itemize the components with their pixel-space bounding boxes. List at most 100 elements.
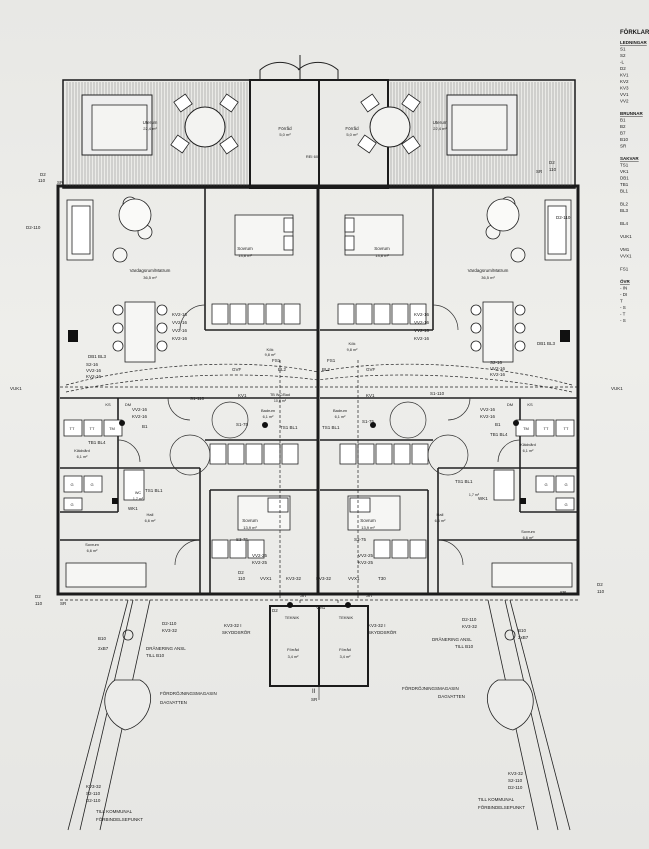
room-uterum-left-area: 22,4 m² xyxy=(143,126,157,131)
room-forrad-bot-right: Förråd xyxy=(339,647,351,652)
label-kv2-16-mr1: KV2-16 xyxy=(414,312,430,317)
label-kv3-32-sl: KV3-32 xyxy=(162,628,178,633)
legend-code: TB1 xyxy=(620,182,629,187)
fixture-g-r1: G xyxy=(564,482,567,487)
label-skyddsror-r: SKYDDSRÖR xyxy=(368,629,397,635)
fixture-g-l3: G xyxy=(70,502,73,507)
label-d2-110-tl: D2-110 xyxy=(26,225,41,230)
fixture-g-l1: G xyxy=(70,482,73,487)
label-ts1-bl1-left: TS1 BL1 xyxy=(145,488,163,493)
label-vv2-16-mr2: VV2-16 xyxy=(414,328,430,333)
label-b1-right: B1 xyxy=(495,422,501,427)
label-d2-bl-corner: D2 xyxy=(35,594,41,599)
label-d2-teknik: D2 xyxy=(272,608,278,613)
pipe-labels: D2-110 D2-110 D2 110 SR D2 110 SR VUK1 V… xyxy=(10,160,623,822)
room-sovrum-top-left: Sovrum xyxy=(237,246,253,251)
label-110-bl-corner: 110 xyxy=(35,601,43,606)
legend: FÖRKLARIILEDNINGARS1S2-LD2KV1KV2KV3VV1VV… xyxy=(620,29,649,323)
label-d2-110-br: D2-110 xyxy=(508,785,523,790)
label-s1-75-r: S1-75 xyxy=(362,419,375,424)
label-vv2-16-right: VV2-16 xyxy=(490,366,506,371)
label-b7-l: 2xB7 xyxy=(98,646,109,651)
room-vardagsrum-left: Vardagsrum/Matrum xyxy=(130,268,171,273)
legend-code: B7 xyxy=(620,131,626,136)
label-dranering-r: DRÄNERING ANSL xyxy=(432,636,472,642)
label-110-tr: 110 xyxy=(549,167,557,172)
label-s2-110-bl: S2-110 xyxy=(86,791,101,796)
room-sovrum-top-right-area: 13,8 m² xyxy=(375,253,389,258)
rei-label: REI 60 xyxy=(306,154,319,159)
label-wk1-l: WK1 xyxy=(128,506,138,511)
legend-code: BL2 xyxy=(620,202,629,207)
label-110-br-corner: 110 xyxy=(597,589,605,594)
legend-code: B10 xyxy=(620,137,629,142)
label-kv3-32-sr: KV3-32 xyxy=(462,624,478,629)
label-tb1-bl4-right: TB1 BL4 xyxy=(490,432,508,437)
room-kladvard-left: Klädvård xyxy=(74,448,90,453)
legend-code: D2 xyxy=(620,66,626,71)
room-forrad-bot-left-area: 3,4 m² xyxy=(288,655,299,659)
legend-code: FS1 xyxy=(620,267,629,272)
room-forrad-top-left: Förråd xyxy=(278,125,292,131)
label-sr-br: SR xyxy=(560,590,567,595)
label-sr-bl: SR xyxy=(60,601,67,606)
room-wc-left-area: 1,7 m² xyxy=(133,497,144,501)
room-badrum-left-area: 6,1 m² xyxy=(263,415,274,419)
fixture-tm-l: TM xyxy=(109,426,115,431)
legend-code: KV3 xyxy=(620,86,629,91)
legend-code: KV1 xyxy=(620,73,629,78)
room-forrad-top-right: Förråd xyxy=(345,125,359,131)
label-till-b10-r: TILL B10 xyxy=(455,644,474,649)
label-skyddsror-l: SKYDDSRÖR xyxy=(222,629,251,635)
room-hall-left: Hall xyxy=(147,512,154,517)
label-kv3-32-br: KV3-32 xyxy=(508,771,524,776)
fixture-labels: TT TT TM G G G DM KS TT TT TM G G G DM K… xyxy=(70,402,569,507)
legend-code: - DI xyxy=(620,292,627,297)
label-d2-tl: D2 xyxy=(40,172,46,177)
room-sovrum-bot-left-area: 6,6 m² xyxy=(87,549,98,553)
interior-walls-left xyxy=(60,188,318,594)
fixture-ks-r: KS xyxy=(527,402,533,407)
label-vv2-16-left: VV2-16 xyxy=(86,368,102,373)
legend-code: DB1 xyxy=(620,176,629,181)
label-kv2-16-left: KV2-16 xyxy=(86,374,102,379)
legend-code: -L xyxy=(620,60,624,65)
label-s3-75-r: S3-75 xyxy=(354,537,367,542)
legend-code: - T xyxy=(620,312,626,317)
legend-code: - IN xyxy=(620,286,627,291)
label-t30-r: T30 xyxy=(378,576,386,581)
label-vm1-r: VM1 xyxy=(316,605,326,610)
label-b10-l: B10 xyxy=(98,636,107,641)
label-kv2-16-right: KV2-16 xyxy=(490,372,506,377)
label-s1-110-r: S1-110 xyxy=(430,391,445,396)
fixture-tm-r: TM xyxy=(523,426,529,431)
room-sovrum-mid-left: Sovrum xyxy=(242,518,258,523)
fixture-g-l2: G xyxy=(90,482,93,487)
label-vvx1-r: VVX1 xyxy=(348,576,360,581)
legend-code: B2 xyxy=(620,124,626,129)
door-swings xyxy=(117,304,521,566)
room-forrad-bot-left: Förråd xyxy=(287,647,299,652)
label-ts1-bl1-right: TS1 BL1 xyxy=(455,479,473,484)
label-b7-r: 2xB7 xyxy=(518,635,529,640)
room-kok-right-area: 9,8 m² xyxy=(347,348,358,352)
label-sr-tl: SR xyxy=(57,180,64,185)
label-kv2-16-br: KV2-16 xyxy=(480,414,496,419)
legend-code: B1 xyxy=(620,118,626,123)
entry-doors-top xyxy=(259,55,339,80)
legend-code: BL1 xyxy=(620,189,629,194)
label-db1-bl3-right: DB1 BL3 xyxy=(537,341,556,346)
legend-code: VV2 xyxy=(620,99,629,104)
label-vv2-16-mr: VV2-16 xyxy=(414,320,430,325)
legend-code: S1 xyxy=(620,47,626,52)
label-b1-left: B1 xyxy=(142,424,148,429)
room-uterum-left: Uterum xyxy=(143,120,158,125)
label-kv2-16-ml2: KV2-16 xyxy=(172,336,188,341)
fixture-tt-r1: TT xyxy=(564,426,569,431)
label-d2-br-corner: D2 xyxy=(597,582,603,587)
interior-walls-right xyxy=(320,188,578,594)
room-kladvard-right: Klädvård xyxy=(520,442,536,447)
fixture-g-r3: G xyxy=(564,502,567,507)
fixture-tt-r2: TT xyxy=(544,426,549,431)
legend-code: VUK1 xyxy=(620,234,632,239)
